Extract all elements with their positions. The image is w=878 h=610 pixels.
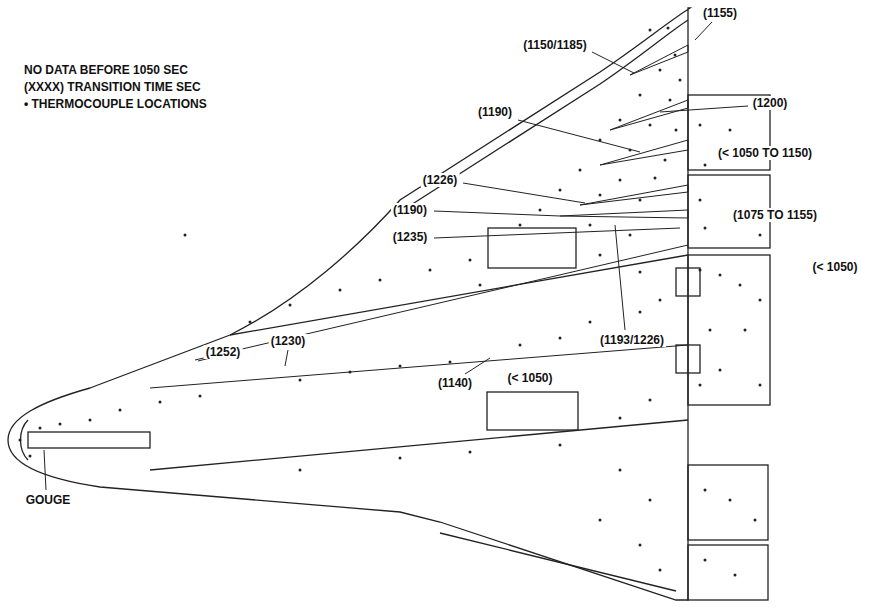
legend-note: • THERMOCOUPLE LOCATIONS [22,97,209,111]
leader-line [463,183,585,203]
transition-time: (1235) [391,230,430,244]
nose-gear-door [28,432,150,448]
leader-line [285,350,288,366]
elevon [688,465,768,540]
leader-line [660,106,748,112]
gear-door [487,392,578,430]
transition-time: (1190) [391,203,429,217]
transition-time: (1150/1185) [521,38,588,52]
thermocouple-dots [19,27,762,577]
leader-line [518,120,640,152]
transition-line [195,245,688,360]
transition-time: (1155) [701,6,739,20]
transition-time: (1226) [421,173,460,187]
transition-time: (1252) [204,345,243,359]
leader-line [434,228,680,238]
orbiter-outline [8,8,690,600]
leader-line [592,52,634,73]
transition-line [150,345,688,388]
leader-line [615,225,625,330]
transition-wedge [580,185,688,205]
transition-wedge [600,140,688,165]
vent-door [676,268,700,296]
transition-time: (1193/1226) [598,333,666,347]
transition-time: (1075 TO 1155) [731,208,819,222]
elevon [688,545,768,600]
transition-time: (< 1050) [810,260,859,274]
transition-time: (1230) [269,334,308,348]
leading-edge [400,20,688,212]
transition-wedge [610,100,688,130]
leader-line [465,358,490,374]
gouge-label: GOUGE [24,493,73,507]
transition-time: (< 1050 TO 1150) [716,146,814,160]
nose-cap [21,420,29,460]
transition-wedge [560,210,688,218]
fuselage-line [150,420,688,470]
transition-time: (1140) [436,376,474,390]
leader-line [695,22,712,40]
transition-time: (1190) [476,105,514,119]
note-text: (XXXX) TRANSITION TIME SEC [22,80,203,94]
leading-edge [440,533,676,591]
transition-wedge [630,45,688,75]
transition-time: (1200) [751,96,790,110]
vent-door [676,345,700,373]
transition-time: (< 1050) [505,371,554,385]
note-text: NO DATA BEFORE 1050 SEC [22,63,190,77]
leader-line [434,211,560,216]
leader-line [44,450,46,490]
